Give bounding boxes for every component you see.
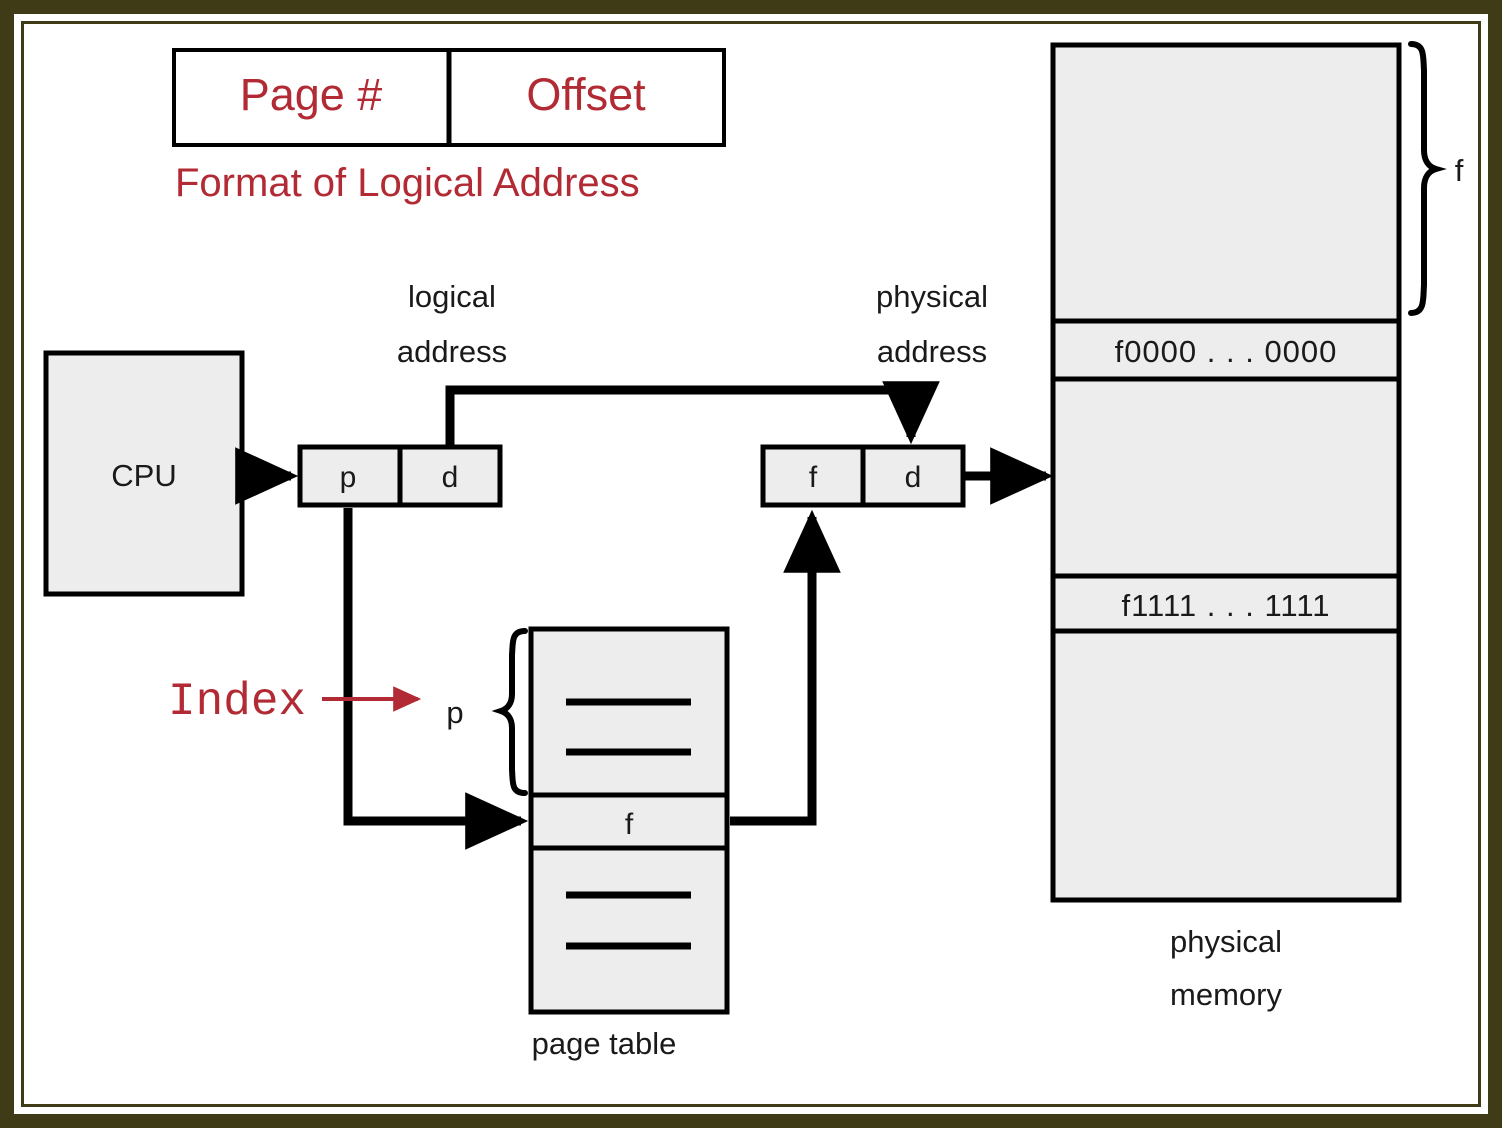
- frame-number-to-physical-address-arrow: [730, 509, 841, 826]
- offset-passthrough-arrow: [445, 381, 940, 447]
- index-annotation-label: Index: [168, 676, 306, 728]
- logical-address-label-line2: address: [397, 334, 507, 369]
- memory-frame-brace: [1408, 41, 1447, 316]
- cpu-box-outline: [43, 350, 245, 597]
- physical-address-label-line2: address: [877, 334, 987, 369]
- page-table-lower-entries: [528, 845, 730, 1015]
- logical-address-label-line1: logical: [408, 279, 496, 314]
- page-table-caption: page table: [532, 1026, 677, 1061]
- physical-frame-number-cell: f: [809, 461, 818, 494]
- page-table-index-label: p: [446, 695, 463, 730]
- slide-frame-inner: [21, 21, 1481, 1107]
- physical-memory-outline: [1050, 42, 1402, 903]
- offset-field-label: Offset: [526, 69, 646, 120]
- physical-memory-caption-line2: memory: [1170, 977, 1282, 1012]
- physical-memory-caption-line1: physical: [1170, 924, 1282, 959]
- logical-address-format-box: Page # Offset: [172, 48, 726, 147]
- cpu-label: CPU: [111, 458, 176, 493]
- physical-address-cells: f d: [760, 444, 966, 508]
- memory-frame-brace-label: f: [1455, 153, 1464, 188]
- format-caption: Format of Logical Address: [175, 161, 640, 205]
- memory-address-row-low: f0000 . . . 0000: [1115, 334, 1338, 369]
- page-table-entry-label: f: [625, 808, 634, 841]
- physical-address-label-line1: physical: [876, 279, 988, 314]
- page-number-to-page-table-arrow: [343, 508, 529, 850]
- logical-address-cells: p d: [297, 444, 503, 508]
- page-table: f: [528, 626, 730, 1015]
- cpu-box: CPU: [43, 350, 245, 597]
- physical-offset-cell: d: [905, 461, 922, 494]
- memory-address-row-high: f1111 . . . 1111: [1121, 588, 1330, 623]
- logical-offset-cell: d: [442, 461, 459, 494]
- logical-page-number-cell: p: [340, 461, 357, 494]
- page-table-upper-entries: [528, 626, 730, 798]
- physical-memory: f0000 . . . 0000 f1111 . . . 1111: [1050, 42, 1402, 903]
- page-number-field-label: Page #: [240, 69, 383, 120]
- page-table-selected-entry: [528, 792, 730, 851]
- page-table-index-brace: [491, 628, 528, 796]
